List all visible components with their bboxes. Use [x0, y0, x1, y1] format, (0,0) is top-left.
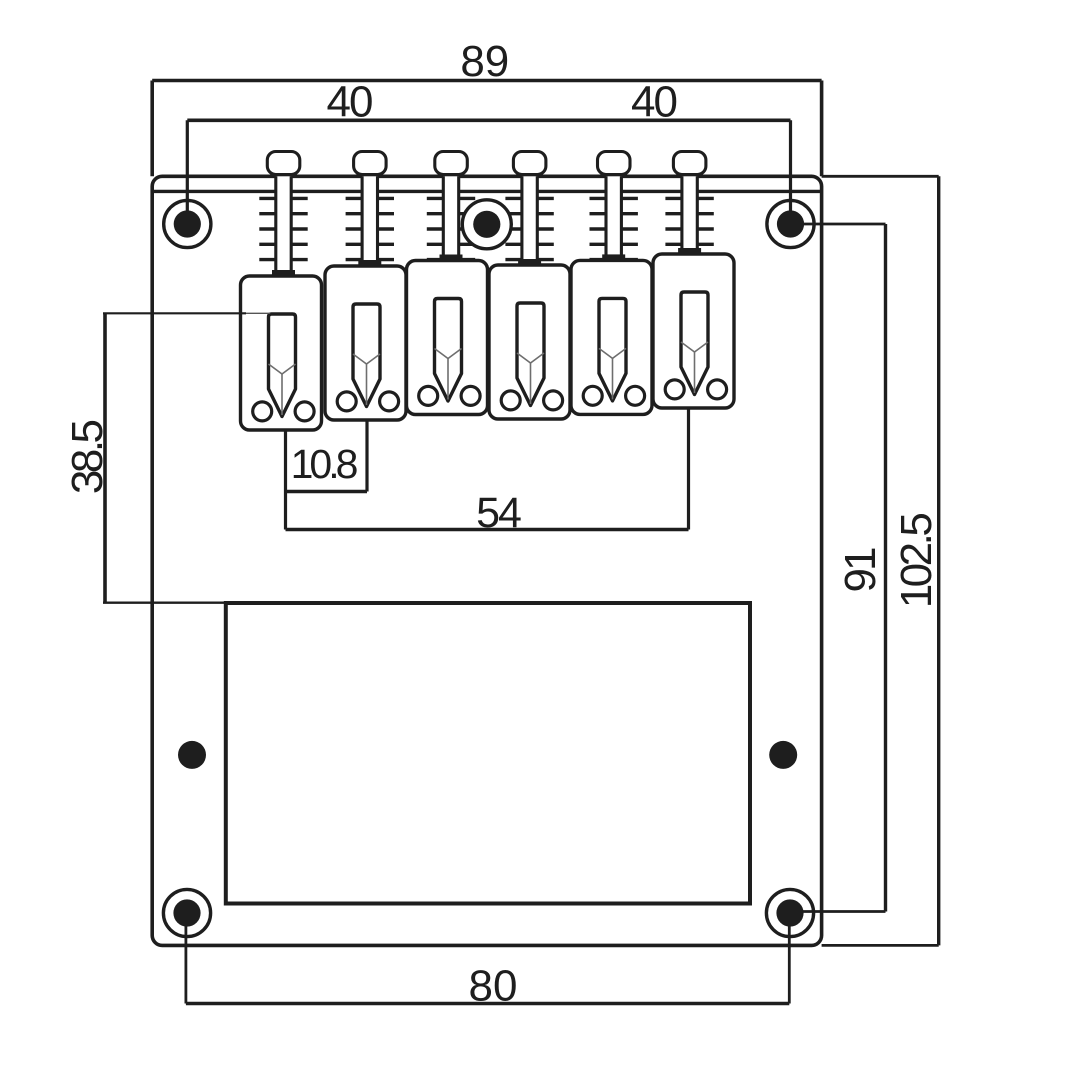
svg-text:38.5: 38.5: [63, 420, 112, 494]
svg-text:54: 54: [476, 489, 521, 537]
svg-text:10.8: 10.8: [291, 441, 358, 487]
svg-text:89: 89: [460, 37, 509, 86]
svg-text:40: 40: [631, 78, 676, 127]
svg-text:80: 80: [469, 962, 518, 1011]
svg-text:91: 91: [836, 548, 885, 592]
svg-text:40: 40: [327, 78, 372, 127]
svg-text:102.5: 102.5: [892, 514, 941, 609]
